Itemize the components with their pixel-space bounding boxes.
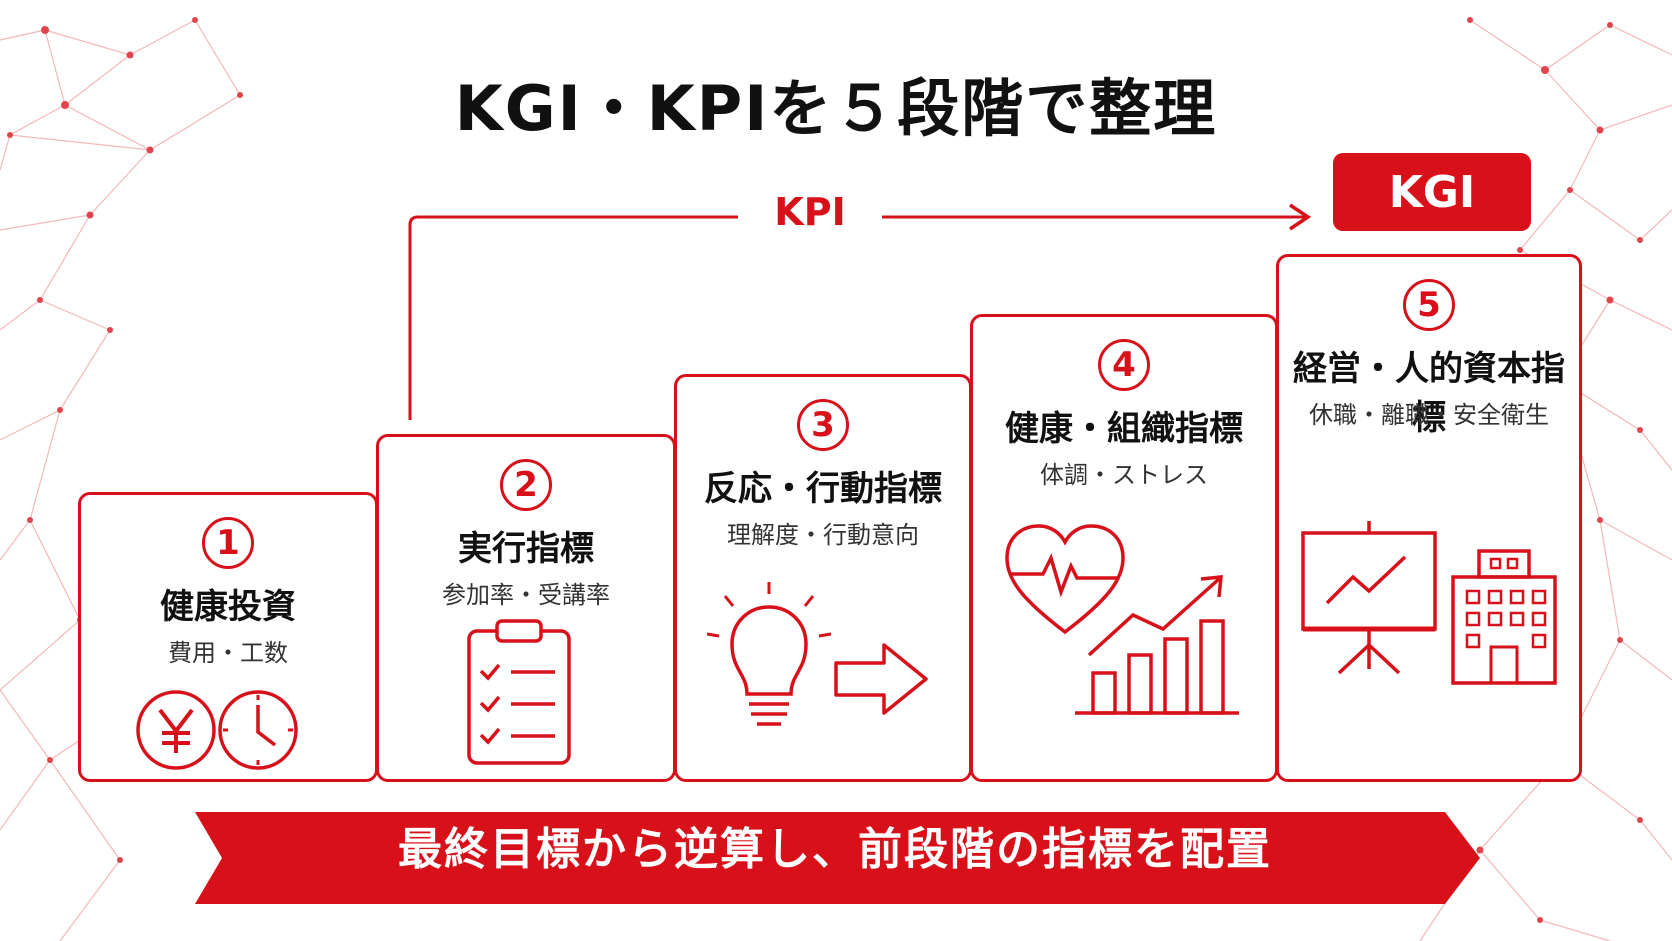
step-subtitle: 体調・ストレス xyxy=(1040,461,1208,489)
step-subtitle: 理解度・行動意向 xyxy=(727,521,919,549)
page-title: KGI・KPIを５段階で整理 xyxy=(454,72,1218,145)
step-number: 5 xyxy=(1403,279,1455,331)
step-number: 1 xyxy=(202,517,254,569)
heart-pulse-icon xyxy=(1005,524,1125,635)
step-4-card: 4 健康・組織指標 体調・ストレス xyxy=(970,314,1278,782)
kpi-label: KPI xyxy=(774,190,846,234)
arrow-right-icon xyxy=(834,643,928,715)
clipboard-checklist-icon xyxy=(467,619,571,765)
summary-banner-text: 最終目標から逆算し、前段階の指標を配置 xyxy=(398,824,1272,875)
step-1-card: 1 健康投資 費用・工数 xyxy=(78,492,378,782)
office-building-icon xyxy=(1451,549,1557,685)
step-title: 反応・行動指標 xyxy=(704,469,942,509)
presentation-board-icon xyxy=(1301,521,1437,675)
step-subtitle: 費用・工数 xyxy=(168,639,288,667)
step-title: 健康・組織指標 xyxy=(1005,409,1243,449)
yen-coin-icon xyxy=(136,690,216,770)
step-title: 実行指標 xyxy=(458,529,594,569)
step-5-card: 5 経営・人的資本指標 休職・離職・安全衛生 xyxy=(1276,254,1582,782)
step-3-card: 3 反応・行動指標 理解度・行動意向 xyxy=(674,374,972,782)
step-2-card: 2 実行指標 参加率・受講率 xyxy=(376,434,676,782)
step-subtitle: 休職・離職・安全衛生 xyxy=(1309,401,1549,429)
lightbulb-icon xyxy=(707,582,832,726)
growth-bar-chart-icon xyxy=(1075,575,1239,715)
step-title: 経営・人的資本指標 xyxy=(1293,349,1565,438)
step-subtitle: 参加率・受講率 xyxy=(442,581,610,609)
step-number: 2 xyxy=(500,459,552,511)
kgi-badge: KGI xyxy=(1333,153,1531,231)
clock-icon xyxy=(218,690,298,770)
step-number: 4 xyxy=(1098,339,1150,391)
step-number: 3 xyxy=(797,399,849,451)
step-title: 健康投資 xyxy=(160,587,296,627)
